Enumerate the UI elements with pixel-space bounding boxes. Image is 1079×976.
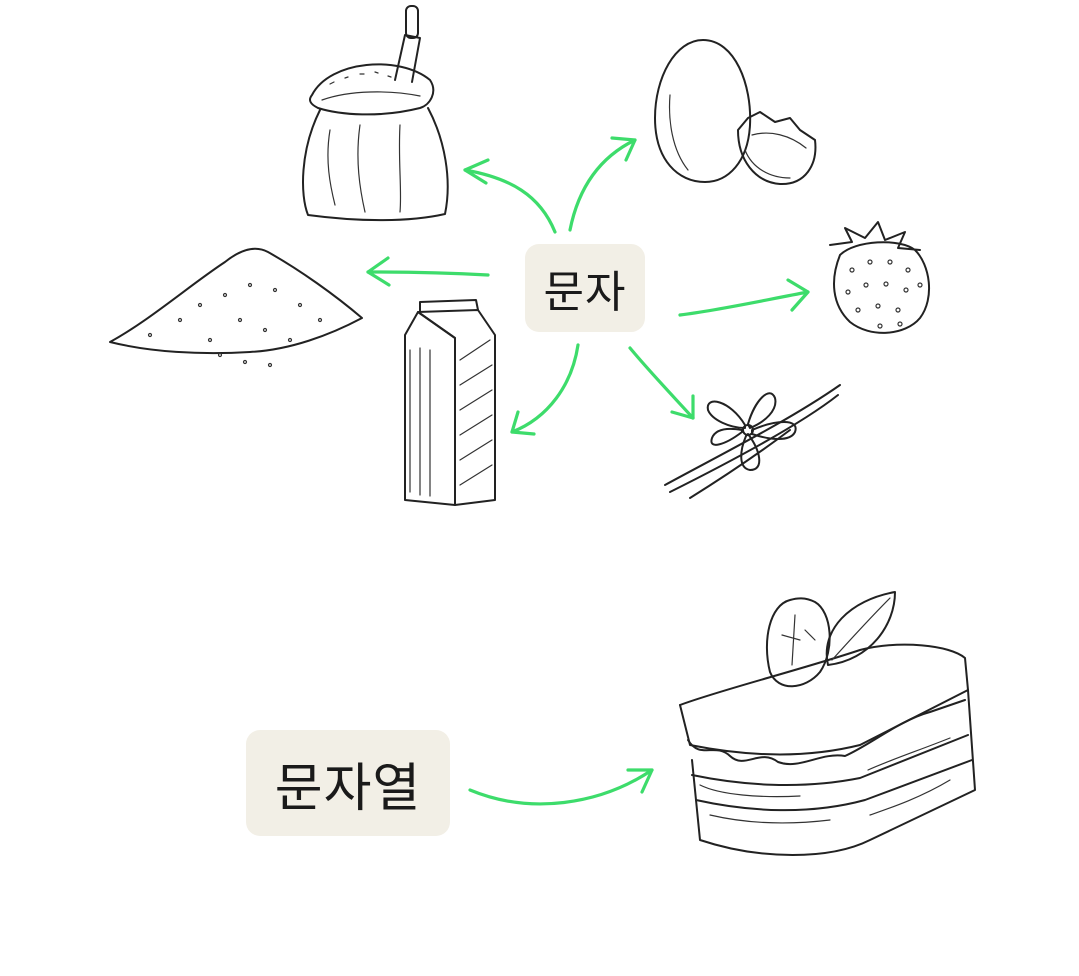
strawberry-icon xyxy=(829,221,931,334)
arrow-to-flour-sack xyxy=(463,158,557,234)
arrow-to-vanilla xyxy=(628,346,695,420)
arrow-to-milk-carton xyxy=(510,343,580,436)
arrow-to-sugar-pile xyxy=(366,256,490,287)
strawberry-cake-icon xyxy=(679,591,976,856)
arrow-to-cake xyxy=(468,768,654,806)
milk-carton-icon xyxy=(404,299,496,506)
result-string-label: 문자열 xyxy=(246,730,450,836)
arrow-to-egg xyxy=(568,136,637,232)
flour-sack-icon xyxy=(302,5,449,222)
vanilla-flower-icon xyxy=(664,384,841,499)
arrow-to-strawberry xyxy=(678,278,810,317)
egg-icon xyxy=(654,39,817,186)
center-char-label: 문자 xyxy=(525,244,645,332)
sugar-pile-icon xyxy=(109,247,363,368)
